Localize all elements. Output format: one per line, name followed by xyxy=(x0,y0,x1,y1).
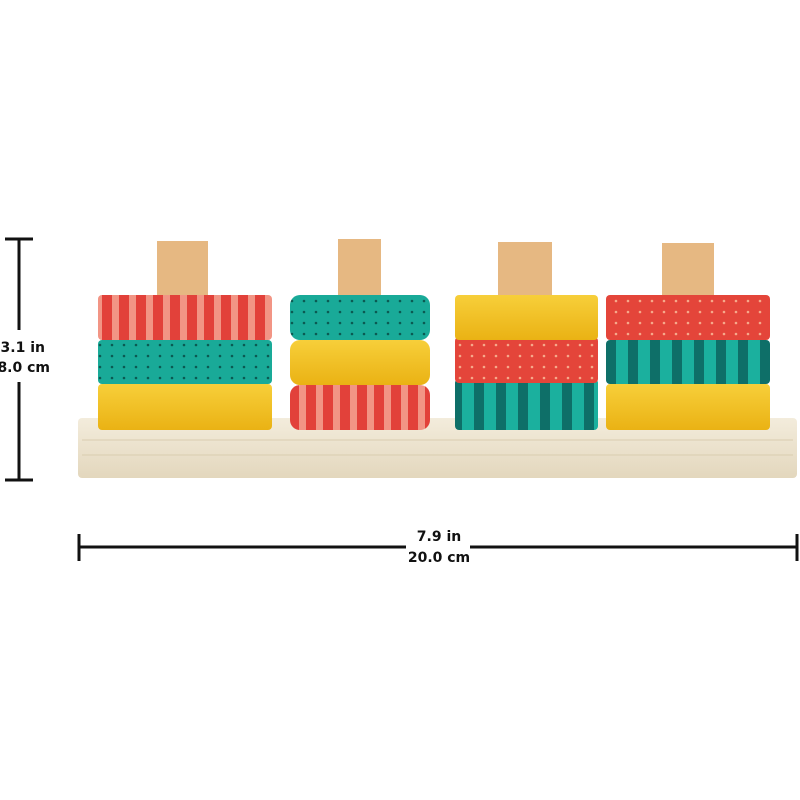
stack-1 xyxy=(98,295,272,430)
peg xyxy=(498,242,552,297)
height-inches-label: 3.1 in xyxy=(1,340,45,356)
height-dimension xyxy=(5,237,33,482)
stack-2 xyxy=(290,295,430,430)
block-teal-stripes xyxy=(455,379,598,430)
block-red-stripes xyxy=(98,295,272,340)
block-teal-stripes xyxy=(606,340,770,384)
height-cm-label: 8.0 cm xyxy=(0,360,50,376)
block-red-dots xyxy=(606,295,770,340)
stack-3 xyxy=(455,295,598,430)
stack-4 xyxy=(606,295,770,430)
block-teal-dots xyxy=(290,295,430,340)
width-inches-label: 7.9 in xyxy=(417,529,461,545)
peg xyxy=(157,241,208,297)
block-yellow xyxy=(98,384,272,430)
block-red-dots xyxy=(455,337,598,383)
peg xyxy=(662,243,714,297)
width-dimension xyxy=(77,534,799,561)
width-cm-label: 20.0 cm xyxy=(408,550,470,566)
peg xyxy=(338,239,381,297)
block-red-stripes xyxy=(290,385,430,430)
block-yellow xyxy=(455,295,598,340)
block-yellow xyxy=(290,340,430,385)
pegs xyxy=(157,239,714,297)
block-teal-dots xyxy=(98,340,272,384)
wooden-base xyxy=(78,418,797,478)
block-yellow xyxy=(606,384,770,430)
